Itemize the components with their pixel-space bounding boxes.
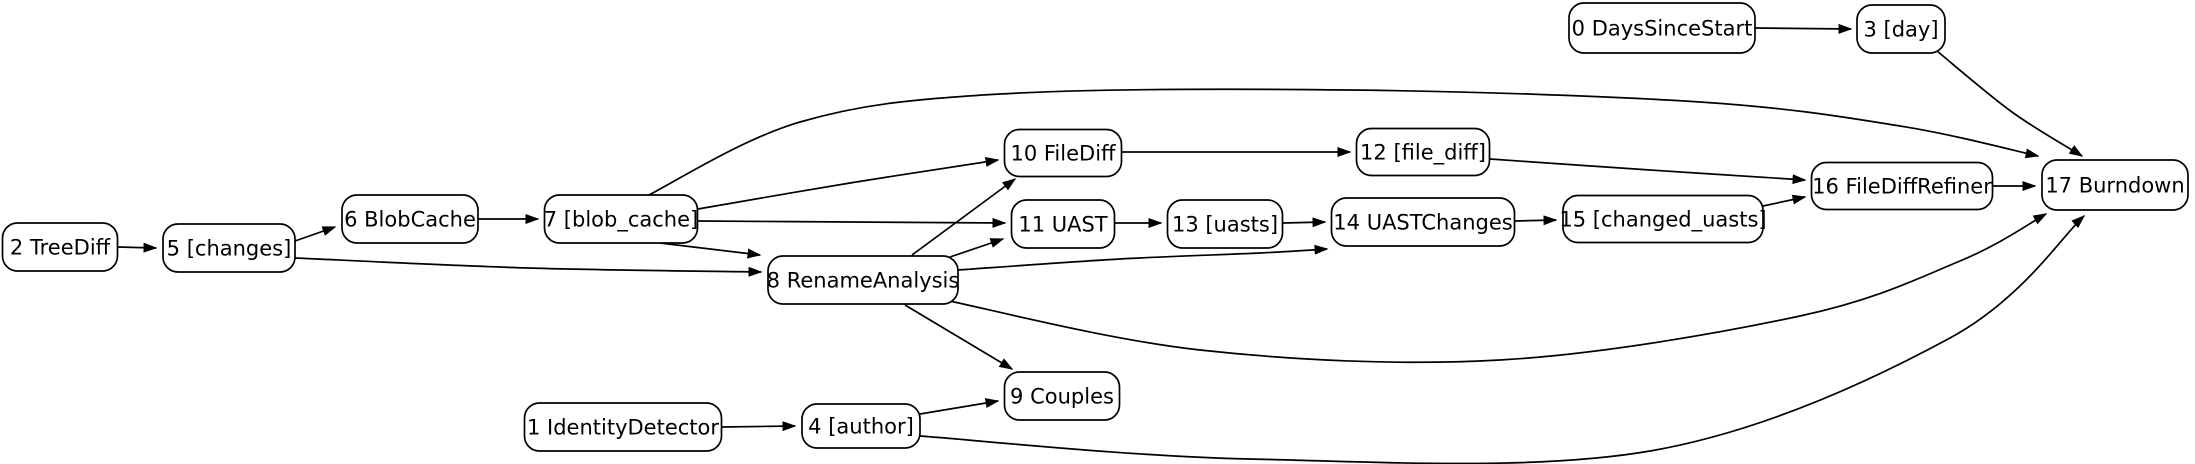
edge-8-to-11 <box>949 238 1005 258</box>
graph-node-box-9 <box>1003 371 1121 421</box>
graph-node-10: 10 FileDiff <box>1003 128 1123 178</box>
graph-node-box-5 <box>162 223 296 273</box>
graph-node-box-16 <box>1810 161 1994 211</box>
graph-node-box-8 <box>767 255 959 305</box>
graph-node-6: 6 BlobCache <box>341 194 479 244</box>
graph-node-label-17: 17 Burndown <box>2045 173 2184 197</box>
edge-5-to-8 <box>294 257 763 277</box>
graph-node-box-13 <box>1166 199 1284 249</box>
graph-node-7: 7 [blob_cache] <box>543 194 699 244</box>
graph-node-box-14 <box>1330 197 1516 247</box>
graph-node-box-17 <box>2041 159 2189 211</box>
graph-node-box-15 <box>1562 194 1764 244</box>
graph-node-label-3: 3 [day] <box>1863 17 1938 41</box>
edge-1-to-4 <box>721 421 797 432</box>
graph-node-17: 17 Burndown <box>2041 159 2189 211</box>
edge-4-to-9 <box>919 398 1000 415</box>
edge-7-to-11 <box>697 217 1007 228</box>
edge-8-to-17 <box>939 213 2048 364</box>
graph-node-14: 14 UASTChanges <box>1330 197 1516 247</box>
edges-layer <box>117 23 2086 464</box>
graph-node-label-2: 2 TreeDiff <box>10 235 111 259</box>
graph-node-16: 16 FileDiffRefiner <box>1810 161 1994 211</box>
graph-node-13: 13 [uasts] <box>1166 199 1284 249</box>
graph-node-box-4 <box>801 403 921 449</box>
graph-node-label-15: 15 [changed_uasts] <box>1559 207 1766 232</box>
nodes-layer: 0 DaysSinceStart 3 [day] 2 TreeDiff 5 [chan… <box>1 2 2189 452</box>
edge-14-to-15 <box>1514 215 1558 226</box>
edge-3-to-17 <box>1936 50 2084 157</box>
graph-node-box-3 <box>1856 4 1946 54</box>
graph-node-box-1 <box>523 402 723 452</box>
edge-4-to-17 <box>919 214 2086 464</box>
graph-node-box-10 <box>1003 128 1123 178</box>
graph-node-label-0: 0 DaysSinceStart <box>1572 16 1753 40</box>
graph-node-label-12: 12 [file_diff] <box>1360 140 1486 165</box>
edge-13-to-14 <box>1282 217 1327 228</box>
graph-node-label-5: 5 [changes] <box>167 236 292 260</box>
graph-node-box-0 <box>1568 2 1756 54</box>
edge-7-to-17 <box>644 88 2040 198</box>
graph-node-5: 5 [changes] <box>162 223 296 273</box>
graph-node-8: 8 RenameAnalysis <box>767 255 960 305</box>
graph-node-label-7: 7 [blob_cache] <box>544 207 698 232</box>
graph-node-label-8: 8 RenameAnalysis <box>767 268 960 292</box>
graph-node-label-9: 9 Couples <box>1010 384 1114 408</box>
edge-0-to-3 <box>1754 23 1853 34</box>
graph-node-label-13: 13 [uasts] <box>1172 212 1278 236</box>
graph-node-box-12 <box>1355 127 1491 177</box>
edge-8-to-14 <box>957 244 1329 271</box>
graph-node-label-4: 4 [author] <box>808 414 914 438</box>
edge-8-to-10 <box>911 178 1017 256</box>
graph-node-label-16: 16 FileDiffRefiner <box>1812 174 1992 198</box>
graph-node-box-11 <box>1010 199 1116 249</box>
graph-node-box-7 <box>543 194 699 244</box>
edge-5-to-6 <box>294 226 337 242</box>
graph-node-0: 0 DaysSinceStart <box>1568 2 1756 54</box>
edge-7-to-10 <box>697 156 1000 210</box>
graph-node-12: 12 [file_diff] <box>1355 127 1491 177</box>
graph-node-11: 11 UAST <box>1010 199 1116 249</box>
edge-7-to-8 <box>659 242 762 259</box>
edge-2-to-5 <box>117 242 158 253</box>
graph-node-label-1: 1 IdentityDetector <box>527 415 719 439</box>
graph-node-box-6 <box>341 194 479 244</box>
graph-node-label-10: 10 FileDiff <box>1010 141 1116 165</box>
edge-15-to-16 <box>1762 194 1807 207</box>
graph-node-15: 15 [changed_uasts] <box>1559 194 1767 244</box>
graph-node-label-14: 14 UASTChanges <box>1333 210 1512 234</box>
edge-12-to-16 <box>1489 158 1807 185</box>
graph-node-9: 9 Couples <box>1003 371 1121 421</box>
graph-node-label-11: 11 UAST <box>1018 212 1107 236</box>
graph-node-1: 1 IdentityDetector <box>523 402 723 452</box>
graph-node-3: 3 [day] <box>1856 4 1946 54</box>
edge-8-to-9 <box>904 304 1014 370</box>
graph-node-2: 2 TreeDiff <box>1 222 119 272</box>
graph-node-4: 4 [author] <box>801 403 921 449</box>
graph-node-label-6: 6 BlobCache <box>344 207 476 231</box>
graph-node-box-2 <box>1 222 119 272</box>
